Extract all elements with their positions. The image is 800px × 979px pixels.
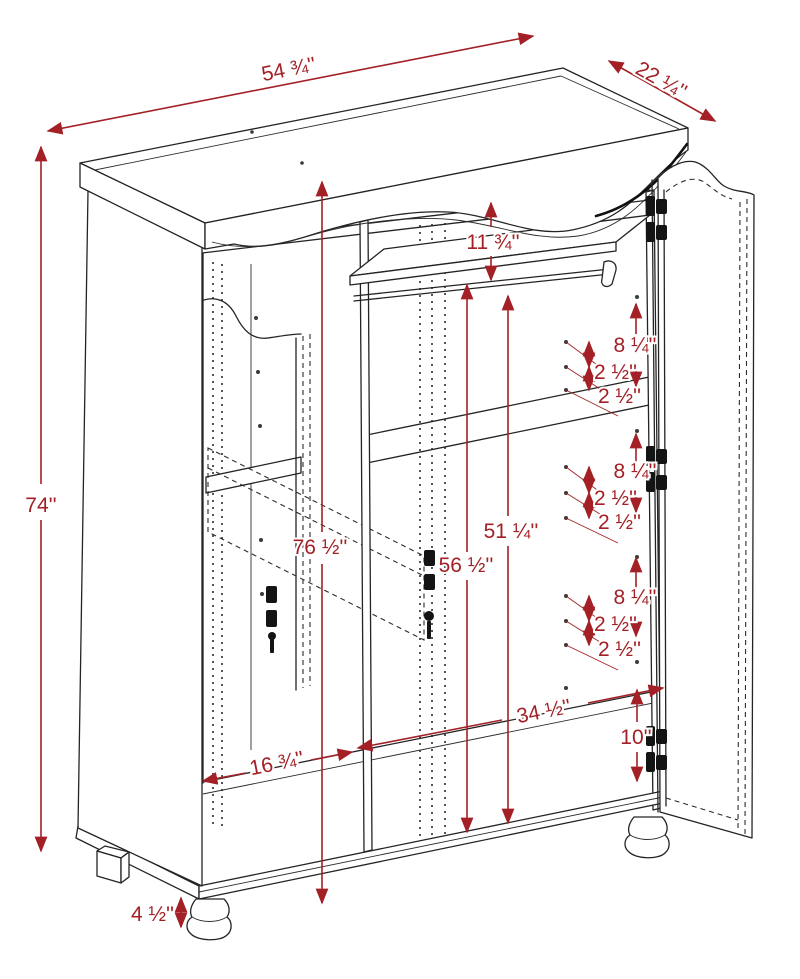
top-shelf [349,214,651,286]
middle-door-hinge-and-key-icon [424,550,435,639]
left-door-hinge-and-key-icon [266,586,277,653]
dimension-right-interior-width: 34 ½'' [356,684,665,752]
dim-bottom-pin-offset-label: 10'' [620,726,651,749]
cabinet-interior [196,189,662,853]
dimension-pin-cluster-3: 8 ¼'' 2 ½'' 2 ½'' [565,556,659,671]
rod-bracket [601,260,617,288]
front-left-bun-foot [186,898,232,941]
dim-pin-group-1-label: 8 ¼'' [613,334,656,357]
dim-top-depth-label: 22 ¼'' [632,57,691,104]
left-door-open [196,298,311,691]
dimension-bottom-pin-offset: 10'' [618,688,654,783]
dimension-left-interior-width: 16 ¾'' [201,745,354,785]
back-rail-left [205,456,302,494]
interior-floor-edge [202,690,657,783]
dim-top-to-shelf-label: 11 ¾'' [466,231,519,254]
front-right-bun-foot [624,816,670,859]
dim-right-interior-height-label: 51 ¼'' [484,520,539,543]
dim-top-width-label: 54 ¾'' [260,53,318,86]
dim-pin-small-1b-label: 2 ½'' [598,385,641,408]
rear-left-foot [96,845,130,884]
center-divider [359,219,446,853]
dim-back-height-label: 76 ½'' [293,536,348,559]
dimension-back-height: 76 ½'' [291,180,349,905]
dimension-left-interior-height: 56 ½'' [437,283,495,834]
hanging-rod [353,260,617,302]
dimension-right-interior-height: 51 ¼'' [482,294,540,825]
right-door-hinge-icon [646,446,667,492]
dimension-top-to-shelf: 11 ¾'' [464,201,522,282]
dimension-foot-height: 4 ½'' [129,896,188,929]
base-plinth [75,789,670,941]
right-door-hinge-icon [646,196,667,242]
right-door-open [646,160,755,839]
top-panel [79,67,689,250]
dim-left-interior-height-label: 56 ½'' [439,554,494,577]
dimension-pin-cluster-1: 8 ¼'' 2 ½'' 2 ½'' [565,302,659,417]
dim-pin-small-1a-label: 2 ½'' [594,361,637,384]
dim-pin-small-3a-label: 2 ½'' [594,613,637,636]
right-door-hinge-icon [646,726,667,772]
dim-pin-group-3-label: 8 ¼'' [613,586,656,609]
dim-foot-height-label: 4 ½'' [131,903,174,926]
dim-pin-small-2b-label: 2 ½'' [598,511,641,534]
dimension-pin-cluster-2: 8 ¼'' 2 ½'' 2 ½'' [565,432,659,544]
dim-pin-small-3b-label: 2 ½'' [598,638,641,661]
dim-overall-height-label: 74'' [25,494,56,517]
middle-door-swing [207,447,425,641]
dim-right-interior-width-label: 34 ½'' [515,695,573,728]
dim-pin-small-2a-label: 2 ½'' [594,487,637,510]
dim-pin-group-2-label: 8 ¼'' [613,460,656,483]
left-side-panel [77,190,203,887]
dimension-overall-height: 74'' [23,145,59,853]
